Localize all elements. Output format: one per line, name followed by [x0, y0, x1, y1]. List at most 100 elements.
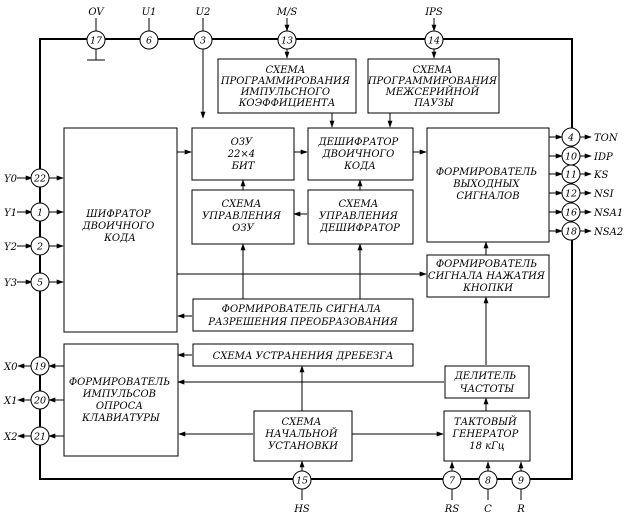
decoder-text: ДЕШИФРАТОР ДВОИЧНОГО КОДА	[318, 137, 402, 172]
keypress-former-text: ФОРМИРОВАТЕЛЬ СИГНАЛА НАЖАТИЯ КНОПКИ	[428, 259, 548, 294]
pin-ms: M/S 13	[276, 7, 298, 50]
ram-control-text: СХЕМА УПРАВЛЕНИЯ ОЗУ	[202, 199, 284, 234]
pin-ov-number: 17	[90, 36, 103, 47]
pin-ton-label: TON	[594, 133, 619, 144]
pin-y2-number: 2	[36, 242, 43, 253]
keypress-former-block	[426, 254, 550, 298]
pin-rs-label: RS	[444, 504, 460, 515]
pin-hs: 15 HS	[292, 470, 312, 515]
pin-nsa2-label: NSA2	[593, 227, 623, 238]
pin-c: 8 C	[478, 470, 498, 515]
pin-y2-label: Y2	[4, 242, 17, 253]
pin-u1-number: 6	[146, 36, 152, 47]
pin-u2-label: U2	[196, 7, 211, 18]
pin-x0: X0 19	[3, 356, 50, 376]
pin-nsi: 12 NSI	[561, 183, 615, 203]
pin-x1: X1 20	[3, 390, 50, 410]
ram-text: ОЗУ 22×4 БИТ	[227, 137, 259, 172]
pin-ks-number: 11	[565, 170, 577, 181]
pin-x2-number: 21	[33, 432, 46, 443]
output-former-text: ФОРМИРОВАТЕЛЬ ВЫХОДНЫХ СИГНАЛОВ	[436, 167, 540, 202]
enable-former-text: ФОРМИРОВАТЕЛЬ СИГНАЛА РАЗРЕШЕНИЯ ПРЕОБРА…	[207, 304, 398, 328]
pin-u1-label: U1	[142, 7, 157, 18]
pin-idp: 10 IDP	[561, 146, 613, 166]
scan-former-text: ФОРМИРОВАТЕЛЬ ИМПУЛЬСОВ ОПРОСА КЛАВИАТУР…	[69, 377, 173, 424]
pin-x2: X2 21	[3, 426, 50, 446]
pin-rs-number: 7	[449, 476, 456, 487]
encoder-text: ШИФРАТОР ДВОИЧНОГО КОДА	[81, 209, 157, 244]
pin-u2-number: 3	[200, 36, 206, 47]
ram-block	[191, 127, 295, 181]
pin-nsa1-label: NSA1	[593, 208, 623, 219]
decoder-control-block	[307, 189, 414, 245]
pin-x1-label: X1	[3, 396, 17, 407]
pin-r-number: 9	[518, 476, 524, 487]
pin-c-label: C	[484, 504, 492, 515]
pin-nsa1-number: 16	[565, 208, 577, 219]
pin-ms-number: 13	[281, 36, 293, 47]
pin-nsa2-number: 18	[565, 227, 577, 238]
pin-ips: IPS 14	[424, 7, 444, 50]
pin-nsa2: 18 NSA2	[561, 221, 623, 241]
pin-ips-number: 14	[428, 36, 440, 47]
pin-u2: U2 3	[193, 7, 213, 50]
decoder-block	[307, 127, 414, 181]
pin-ov-label: OV	[88, 7, 105, 18]
pin-ov: OV 17	[86, 7, 106, 50]
clock-generator-block	[443, 410, 531, 462]
output-former-block	[426, 127, 550, 243]
encoder-block	[63, 127, 178, 333]
pin-y1-number: 1	[37, 208, 43, 219]
pulse-programmer-block	[217, 58, 357, 114]
pause-programmer-block	[367, 58, 500, 114]
debounce-block	[192, 343, 414, 367]
reset-block	[253, 410, 353, 462]
blocks: СХЕМА ПРОГРАММИРОВАНИЯ ИМПУЛЬСНОГО КОЭФФ…	[63, 58, 550, 462]
pin-y1-label: Y1	[4, 208, 17, 219]
pin-y0-label: Y0	[4, 174, 18, 185]
pin-hs-number: 15	[296, 476, 308, 487]
pin-y3: Y3 5	[4, 272, 50, 292]
clock-generator-text: ТАКТОВЫЙ ГЕНЕРАТОР 18 кГц	[451, 416, 521, 452]
pause-programmer-text: СХЕМА ПРОГРАММИРОВАНИЯ МЕЖСЕРИЙНОЙ ПАУЗЫ	[367, 65, 500, 109]
pin-ips-label: IPS	[424, 7, 443, 18]
pin-r-label: R	[516, 504, 525, 515]
pin-c-number: 8	[485, 476, 491, 487]
pin-ton-number: 4	[567, 133, 574, 144]
debounce-text: СХЕМА УСТРАНЕНИЯ ДРЕБЕЗГА	[213, 351, 394, 362]
pin-y3-number: 5	[37, 278, 43, 289]
divider-text: ДЕЛИТЕЛЬ ЧАСТОТЫ	[454, 371, 520, 395]
pin-u1: U1 6	[139, 7, 159, 50]
pin-y1: Y1 1	[4, 202, 50, 222]
pin-r: 9 R	[511, 470, 531, 515]
pin-rs: 7 RS	[442, 470, 462, 515]
ram-control-block	[191, 189, 295, 245]
connections	[17, 49, 592, 471]
pin-nsa1: 16 NSA1	[561, 202, 623, 222]
pin-ks-label: KS	[593, 170, 608, 181]
enable-former-block	[192, 298, 414, 332]
pin-nsi-number: 12	[565, 189, 577, 200]
divider-block	[444, 365, 530, 399]
pin-x2-label: X2	[3, 432, 17, 443]
pin-y0: Y0 22	[4, 168, 50, 188]
pin-hs-label: HS	[293, 504, 310, 515]
pins: OV 17 U1 6 U2 3 M/S 13 IPS 14	[3, 7, 623, 515]
pin-y3-label: Y3	[4, 278, 17, 289]
pin-nsi-label: NSI	[593, 189, 615, 200]
pin-x1-number: 20	[33, 396, 46, 407]
pulse-programmer-text: СХЕМА ПРОГРАММИРОВАНИЯ ИМПУЛЬСНОГО КОЭФФ…	[220, 65, 353, 109]
pin-ks: 11 KS	[561, 164, 608, 184]
pin-idp-number: 10	[565, 152, 577, 163]
pin-idp-label: IDP	[593, 152, 613, 163]
pin-x0-label: X0	[3, 362, 18, 373]
scan-former-block	[63, 343, 179, 457]
pin-y0-number: 22	[33, 174, 46, 185]
pin-ton: 4 TON	[561, 127, 619, 147]
pin-x0-number: 19	[34, 362, 46, 373]
pin-y2: Y2 2	[4, 236, 50, 256]
reset-text: СХЕМА НАЧАЛЬНОЙ УСТАНОВКИ	[264, 417, 341, 452]
decoder-control-text: СХЕМА УПРАВЛЕНИЯ ДЕШИФРАТОР	[319, 199, 401, 234]
pin-ms-label: M/S	[276, 7, 298, 18]
